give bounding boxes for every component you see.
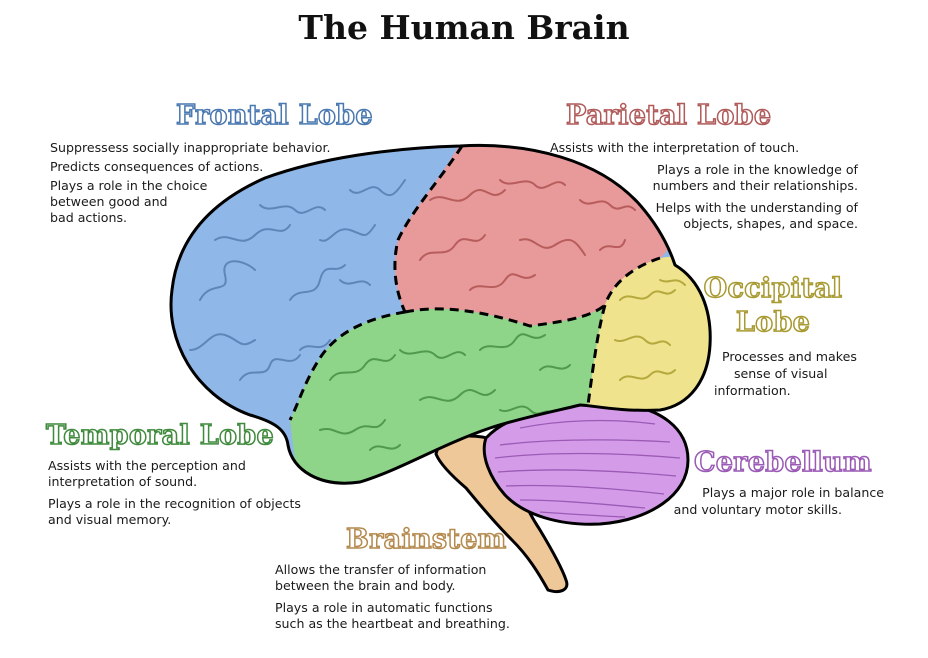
temporal-lobe-description: Assists with the perception and interpre… xyxy=(48,458,301,527)
frontal-lobe-title: Frontal Lobe xyxy=(175,99,373,132)
temporal-lobe-title: Temporal Lobe xyxy=(45,419,274,452)
parietal-lobe-title: Parietal Lobe xyxy=(565,99,772,132)
brainstem-title: Brainstem xyxy=(345,523,507,556)
occipital-lobe-title: Occipital Lobe xyxy=(703,272,843,339)
cerebellum-description: Plays a major role in balance and volunt… xyxy=(673,485,884,517)
occipital-lobe-description: Processes and makes sense of visual info… xyxy=(714,349,857,398)
cerebellum-title: Cerebellum xyxy=(693,446,872,479)
brainstem-description: Allows the transfer of information betwe… xyxy=(275,562,510,631)
page-title: The Human Brain xyxy=(298,8,630,47)
parietal-lobe-description: Assists with the interpretation of touch… xyxy=(550,140,858,231)
occipital-lobe-region xyxy=(588,250,711,420)
frontal-lobe-description: Suppressess socially inappropriate behav… xyxy=(50,140,331,225)
